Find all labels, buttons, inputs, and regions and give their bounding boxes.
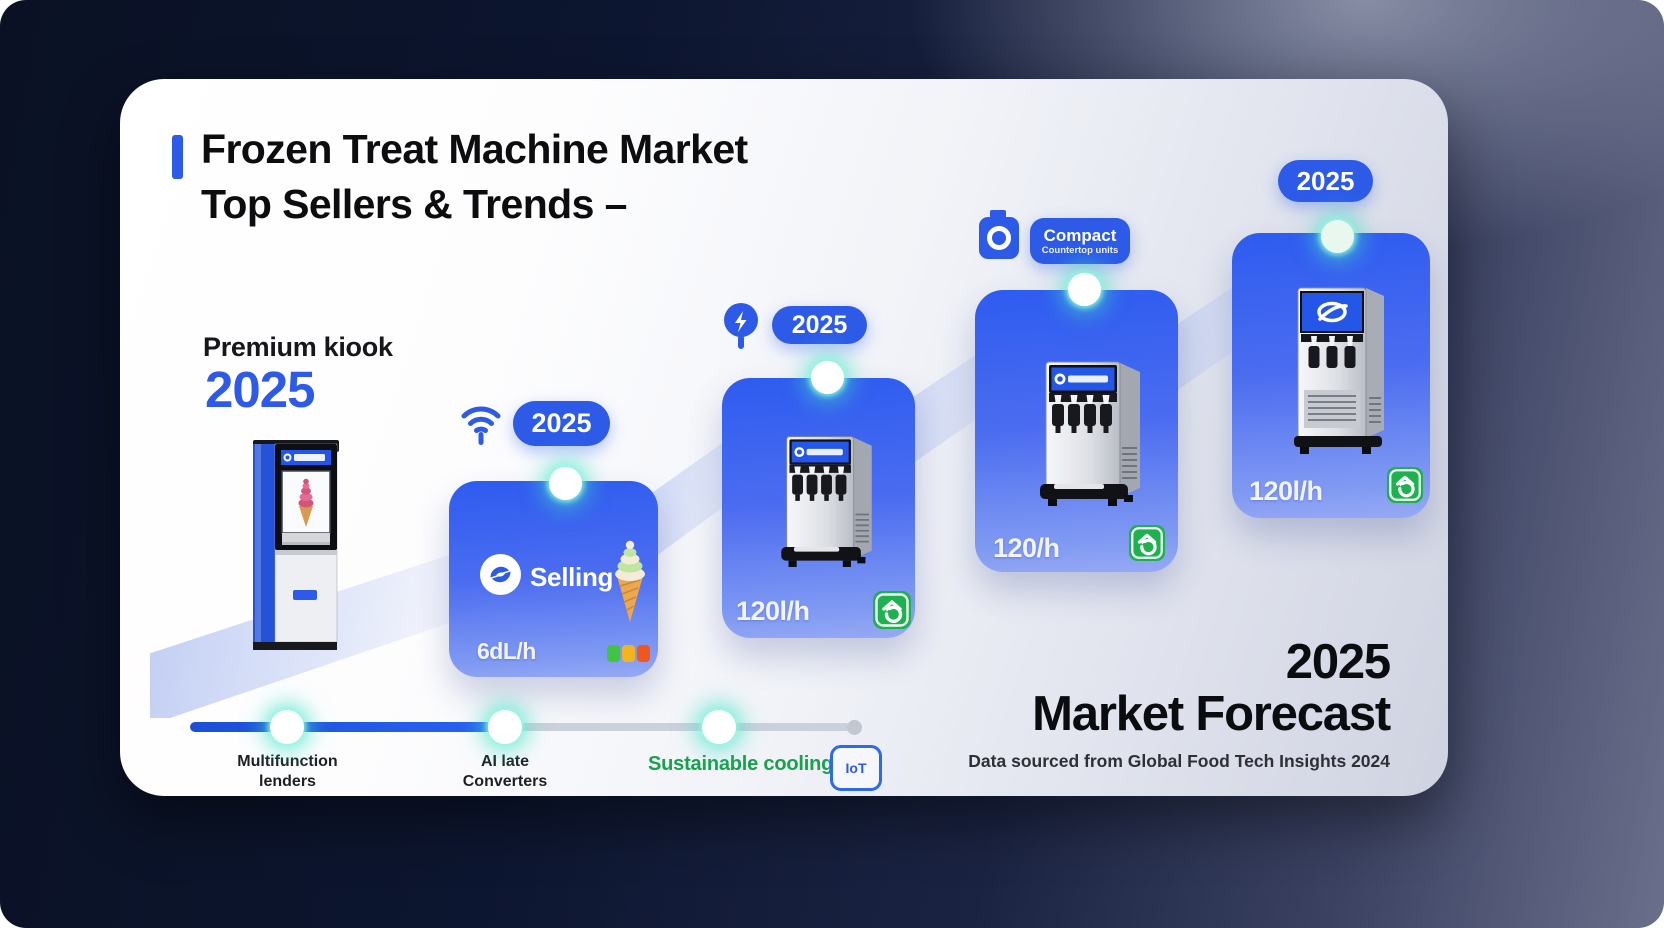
- timeline-label-3: Sustainable cooling: [648, 753, 834, 775]
- page-title: Frozen Treat Machine Market Top Sellers …: [201, 122, 961, 232]
- step1-year: 2025: [205, 361, 315, 418]
- step4-capacity: 120/h: [993, 533, 1060, 563]
- footer-title: Market Forecast: [1032, 687, 1391, 741]
- footer-source: Data sourced from Global Food Tech Insig…: [968, 751, 1390, 771]
- timeline-node-3: [702, 710, 736, 744]
- timeline-end-dot: [847, 720, 862, 735]
- step3-year-badge: 2025: [772, 306, 867, 344]
- brand-swirl-icon: [480, 554, 521, 595]
- step4-badge-subtitle: Countertop units: [1041, 244, 1119, 256]
- step2-capacity: 6dL/h: [477, 638, 536, 664]
- step3-node: [811, 361, 844, 394]
- step2-brand-label: Selling: [530, 562, 614, 592]
- timeline-line-active: [190, 722, 512, 732]
- step5-year-badge: 2025: [1278, 160, 1373, 202]
- step2-node: [549, 467, 582, 500]
- timeline-node-1: [270, 710, 304, 744]
- page-title-line1: Frozen Treat Machine Market: [201, 126, 748, 172]
- step2-year-badge: 2025: [513, 401, 610, 446]
- eco-home-icon: [1386, 466, 1424, 504]
- chip-yellow: [622, 645, 635, 662]
- step5-node: [1321, 220, 1354, 253]
- timeline-label-1: Multifunction lenders: [205, 752, 370, 792]
- timeline-node-2: [488, 710, 522, 744]
- footer-year: 2025: [1285, 635, 1391, 689]
- eco-home-icon: [873, 591, 911, 629]
- timeline-label-2-line1: AI late: [480, 753, 529, 770]
- step4-badge-title: Compact: [1043, 225, 1117, 245]
- camera-icon: [979, 210, 1019, 259]
- step5-capacity: 120l/h: [1249, 476, 1323, 506]
- timeline-label-1-line1: Multifunction: [237, 753, 338, 770]
- eco-home-icon: [1128, 524, 1166, 562]
- timeline-label-1-line2: lenders: [259, 773, 316, 790]
- step1-label: Premium kiook: [203, 332, 393, 362]
- ice-cream-cone-icon: [615, 540, 645, 622]
- countertop-machine-illustration: [781, 436, 872, 567]
- kiosk-machine-illustration: [253, 440, 339, 650]
- countertop-machine-illustration: [1040, 361, 1140, 506]
- footer-forecast: 2025 Market Forecast Data sourced from G…: [830, 635, 1391, 772]
- chip-green: [607, 645, 620, 662]
- timeline-label-2: AI late Converters: [425, 752, 585, 792]
- tall-machine-illustration: [1294, 287, 1384, 454]
- title-accent-bar: [172, 135, 183, 179]
- timeline-label-2-line2: Converters: [462, 773, 548, 790]
- timeline-line-inactive: [510, 723, 850, 731]
- wifi-icon: [461, 406, 501, 445]
- chip-orange: [637, 645, 650, 662]
- step3-capacity: 120l/h: [736, 596, 810, 626]
- step4-feature-badge: Compact Countertop units: [1030, 218, 1130, 264]
- iot-icon: IoT: [830, 745, 882, 791]
- pin-bolt-icon: [724, 303, 758, 349]
- page-title-line2: Top Sellers & Trends –: [201, 181, 627, 227]
- step4-node: [1068, 273, 1101, 306]
